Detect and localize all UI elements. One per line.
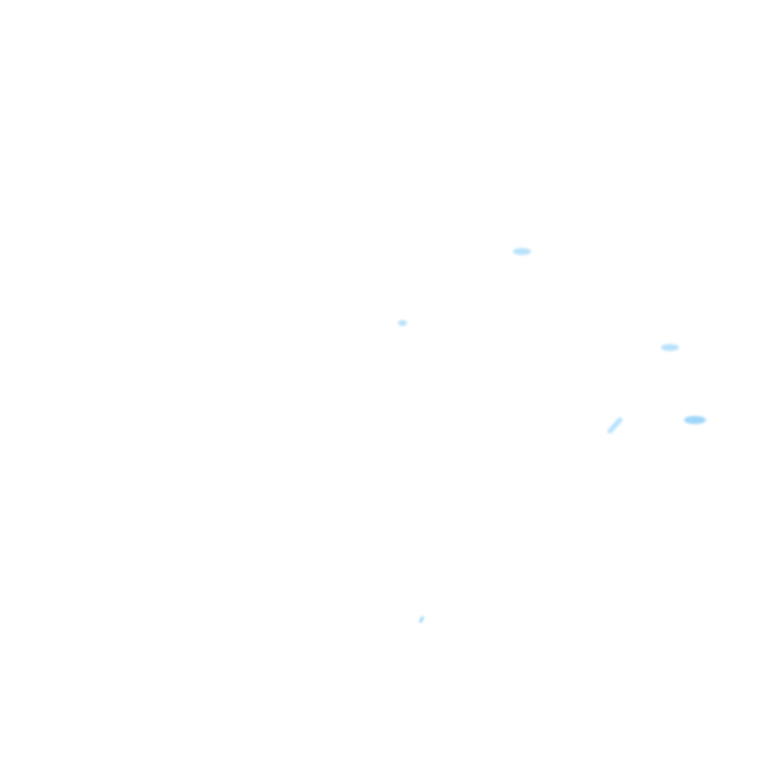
light-blue-speck bbox=[398, 320, 407, 326]
light-blue-streak bbox=[418, 615, 425, 624]
light-blue-speck bbox=[684, 416, 706, 424]
light-blue-streak bbox=[606, 416, 624, 435]
light-blue-speck bbox=[513, 248, 531, 255]
light-blue-speck bbox=[661, 344, 679, 351]
